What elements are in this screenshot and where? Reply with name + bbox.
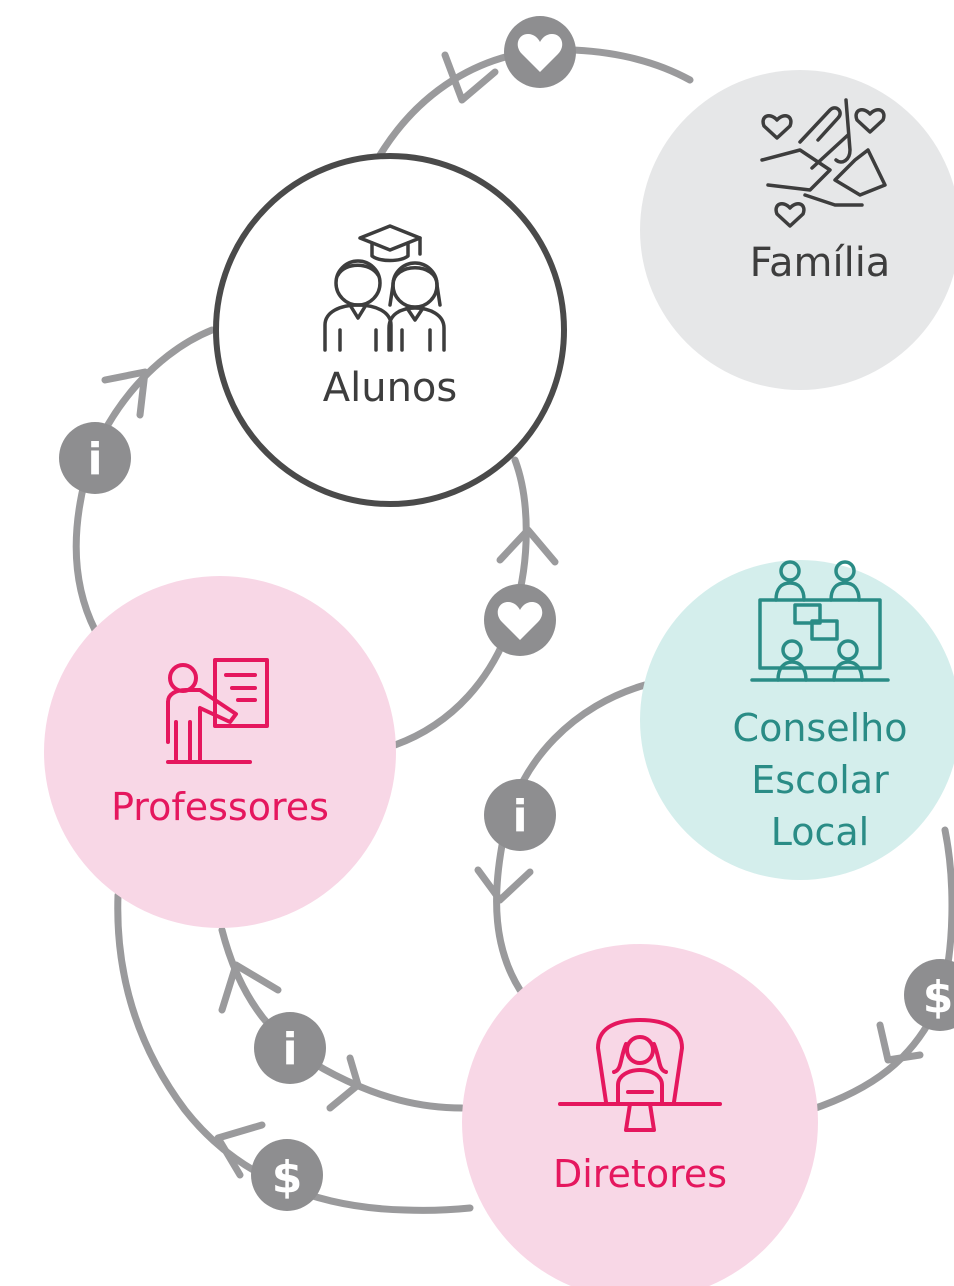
money-badge: $ <box>904 959 954 1031</box>
arc-professores-diretores-inner <box>218 926 466 1112</box>
heart-badge <box>484 584 556 656</box>
conselho-label: Conselho Escolar Local <box>690 702 950 858</box>
teacher-board-icon <box>166 658 269 764</box>
professores-node <box>44 576 396 928</box>
info-badge: i <box>484 779 556 851</box>
familia-node <box>640 70 954 390</box>
diretores-label: Diretores <box>552 1152 728 1196</box>
hands-hearts-icon <box>760 98 887 228</box>
heart-badge <box>504 16 576 88</box>
money-badge: $ <box>251 1139 323 1211</box>
conselho-label-line: Conselho <box>732 706 908 750</box>
arrow-chevron <box>326 1054 362 1112</box>
professores-label: Professores <box>111 785 329 829</box>
conselho-node <box>640 560 954 880</box>
arrowheads <box>101 51 924 1179</box>
arc-professores-diretores-outer <box>114 891 474 1214</box>
students-graduation-icon <box>323 224 446 352</box>
dollar-icon: $ <box>272 1152 303 1203</box>
arrow-chevron <box>441 51 499 104</box>
dollar-icon: $ <box>923 972 954 1023</box>
info-badge: i <box>254 1012 326 1084</box>
arrow-chevron <box>214 1121 266 1179</box>
heart-icon <box>517 34 563 72</box>
familia-label: Família <box>749 240 891 286</box>
info-badge: i <box>59 422 131 494</box>
arrow-chevron <box>218 961 282 1014</box>
arrow-chevron <box>876 1021 924 1064</box>
director-desk-icon <box>558 1018 722 1132</box>
council-meeting-icon <box>750 560 890 682</box>
heart-icon <box>497 602 543 640</box>
info-icon: i <box>87 434 102 485</box>
info-icon: i <box>512 791 527 842</box>
alunos-label: Alunos <box>322 365 458 411</box>
badges: i i $ i $ <box>59 16 954 1211</box>
arrow-chevron <box>474 866 534 904</box>
diretores-node <box>462 944 818 1286</box>
conselho-label-line: Escolar <box>751 758 889 802</box>
conselho-label-line: Local <box>770 810 870 854</box>
arrow-chevron <box>101 368 149 419</box>
info-icon: i <box>282 1024 297 1075</box>
arrow-chevron <box>496 526 559 566</box>
